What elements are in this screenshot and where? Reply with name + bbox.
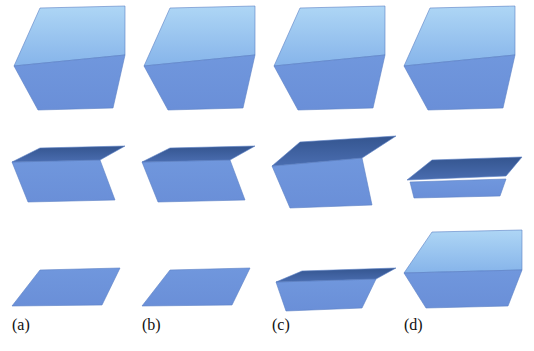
flat-sheet <box>142 268 250 306</box>
base-sheet <box>276 279 376 311</box>
hanging-sheet <box>12 160 115 202</box>
top-flap <box>407 157 522 180</box>
hanging-sheet <box>272 158 372 208</box>
subfigure-label: (c) <box>272 316 290 334</box>
upright-sheet <box>404 230 522 273</box>
base-sheet <box>14 55 125 110</box>
subfigure-label: (b) <box>142 316 161 334</box>
top-flap <box>276 268 396 282</box>
top-flap <box>142 146 255 162</box>
subfigure-label: (a) <box>12 316 30 334</box>
base-sheet <box>404 55 515 110</box>
top-flap <box>12 146 125 162</box>
top-flap <box>272 136 396 166</box>
base-sheet <box>410 179 506 198</box>
subfigure-label: (d) <box>404 316 423 334</box>
flat-sheet <box>12 268 120 306</box>
hanging-sheet <box>142 160 245 202</box>
base-sheet <box>144 55 255 110</box>
base-sheet <box>274 55 385 110</box>
base-sheet <box>404 270 522 308</box>
